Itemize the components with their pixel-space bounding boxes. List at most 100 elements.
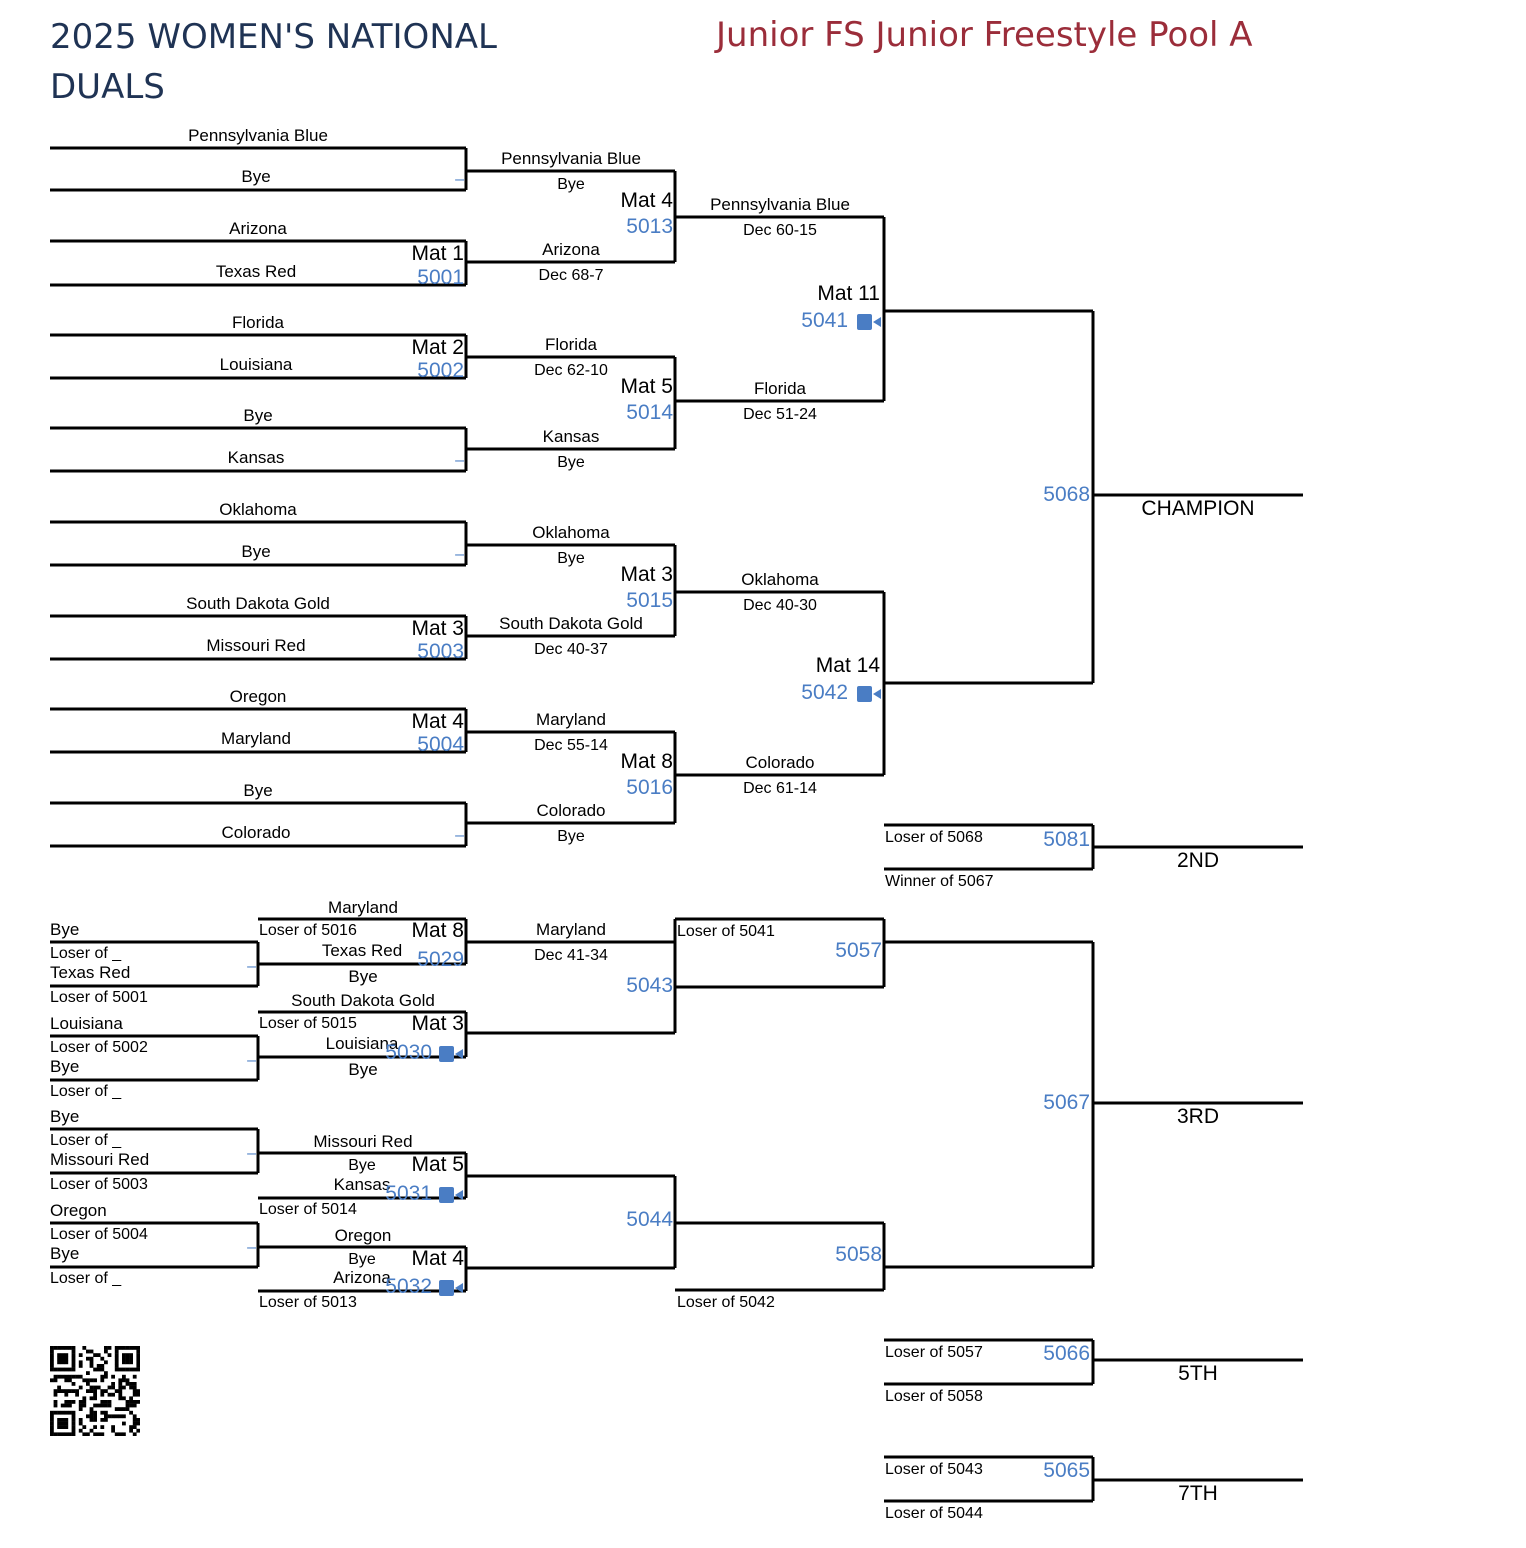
team-name: Texas Red	[50, 963, 131, 982]
bye-marker: –	[455, 827, 464, 844]
source-label: Loser of 5003	[50, 1176, 148, 1193]
source-label: Loser of _	[50, 1132, 122, 1149]
champion-label: CHAMPION	[1141, 497, 1255, 520]
bout-number: 5032	[385, 1275, 432, 1298]
placement-label: 3RD	[1176, 1105, 1220, 1128]
team-name: Maryland	[536, 920, 606, 939]
bout-number: 5057	[835, 939, 882, 962]
match-result: Bye	[348, 967, 378, 986]
source-label: Loser of 5002	[50, 1039, 148, 1056]
team-name: Oregon	[229, 687, 287, 706]
team-name: Colorado	[536, 801, 606, 820]
match-result: Dec 41-34	[534, 947, 608, 964]
bout-number: 5041	[801, 309, 848, 332]
team-name: Arizona	[229, 219, 287, 238]
mat-label: Mat 3	[411, 1012, 464, 1035]
bout-number: 5013	[626, 214, 673, 238]
team-name: Bye	[241, 542, 271, 561]
team-name: Bye	[243, 406, 273, 425]
match-result: Dec 51-24	[743, 406, 817, 423]
team-name: Pennsylvania Blue	[710, 195, 850, 214]
video-camera-icon[interactable]	[439, 1187, 463, 1203]
match-result: Bye	[557, 828, 585, 845]
bye-marker: –	[455, 546, 464, 563]
team-name: Maryland	[328, 898, 398, 917]
bout-number: 5002	[417, 359, 464, 382]
bout-number: 5003	[417, 640, 464, 663]
bout-number: 5044	[626, 1208, 673, 1231]
video-camera-icon[interactable]	[857, 686, 881, 702]
bout-number: 5031	[385, 1182, 432, 1205]
team-name: Texas Red	[215, 262, 297, 281]
mat-label: Mat 4	[411, 710, 464, 733]
team-name: Oregon	[334, 1226, 392, 1245]
mat-label: Mat 2	[411, 336, 464, 359]
bout-number: 5068	[1043, 483, 1090, 506]
match-result: Bye	[348, 1060, 378, 1079]
placement-label: 7TH	[1178, 1482, 1218, 1505]
mat-label: Mat 5	[620, 375, 673, 398]
mat-label: Mat 8	[620, 749, 673, 773]
source-label: Loser of _	[50, 1083, 122, 1100]
team-name: Bye	[50, 1057, 80, 1076]
source-label: Loser of 5058	[885, 1388, 983, 1405]
match-result: Bye	[557, 550, 585, 567]
event-title: 2025 WOMEN'S NATIONAL DUALS	[50, 17, 497, 107]
team-name: Winner of 5067	[885, 873, 994, 890]
team-name: Oregon	[50, 1201, 107, 1220]
match-result: Dec 55-14	[534, 737, 608, 754]
match-result: Dec 60-15	[743, 222, 817, 239]
team-name: Florida	[754, 379, 806, 398]
bout-number: 5015	[626, 588, 673, 612]
team-name: Arizona	[542, 240, 600, 259]
video-camera-icon[interactable]	[857, 314, 881, 330]
team-name: Bye	[50, 1107, 80, 1126]
bye-marker: –	[247, 1052, 256, 1069]
bye-marker: –	[455, 452, 464, 469]
video-camera-icon[interactable]	[439, 1046, 463, 1062]
team-name: Kansas	[333, 1175, 391, 1194]
bout-number: 5030	[385, 1041, 432, 1064]
mat-label: Mat 4	[620, 188, 673, 212]
source-label: Loser of 5015	[259, 1015, 357, 1032]
team-name: Missouri Red	[313, 1132, 413, 1151]
team-name: Missouri Red	[50, 1150, 150, 1169]
source-label: Loser of _	[50, 1270, 122, 1287]
team-name: Kansas	[542, 427, 600, 446]
bout-number: 5081	[1043, 828, 1090, 851]
placement-label: 5TH	[1178, 1362, 1218, 1385]
match-result: Bye	[557, 176, 585, 193]
source-label: Loser of 5014	[259, 1201, 357, 1218]
bye-marker: –	[247, 958, 256, 975]
team-name: South Dakota Gold	[499, 614, 643, 633]
team-name: Pennsylvania Blue	[188, 126, 328, 145]
mat-label: Mat 5	[411, 1153, 464, 1176]
bout-number: 5001	[417, 266, 464, 289]
team-name: Pennsylvania Blue	[501, 149, 641, 168]
source-label: Loser of 5041	[677, 923, 775, 940]
team-name: Bye	[243, 781, 273, 800]
mat-label: Mat 3	[620, 562, 673, 586]
bout-number: 5029	[417, 948, 464, 971]
bye-marker: –	[455, 171, 464, 188]
video-camera-icon[interactable]	[439, 1280, 463, 1296]
match-result: Dec 40-37	[534, 641, 608, 658]
source-label: Loser of _	[50, 945, 122, 962]
match-result: Dec 62-10	[534, 362, 608, 379]
bout-number: 5058	[835, 1243, 882, 1266]
match-result: Bye	[348, 1251, 376, 1268]
team-name: Loser of 5068	[885, 829, 983, 846]
qr-code	[50, 1346, 140, 1436]
team-name: Oklahoma	[741, 570, 819, 589]
team-name: Missouri Red	[206, 636, 306, 655]
team-name: Kansas	[227, 448, 285, 467]
bout-number: 5065	[1043, 1459, 1090, 1482]
bout-number: 5042	[801, 681, 848, 704]
team-name: Louisiana	[325, 1034, 399, 1053]
team-name: Bye	[241, 167, 271, 186]
source-label: Loser of 5043	[885, 1461, 983, 1478]
bout-number: 5004	[417, 733, 464, 756]
team-name: Bye	[50, 1244, 80, 1263]
mat-label: Mat 14	[815, 654, 880, 677]
